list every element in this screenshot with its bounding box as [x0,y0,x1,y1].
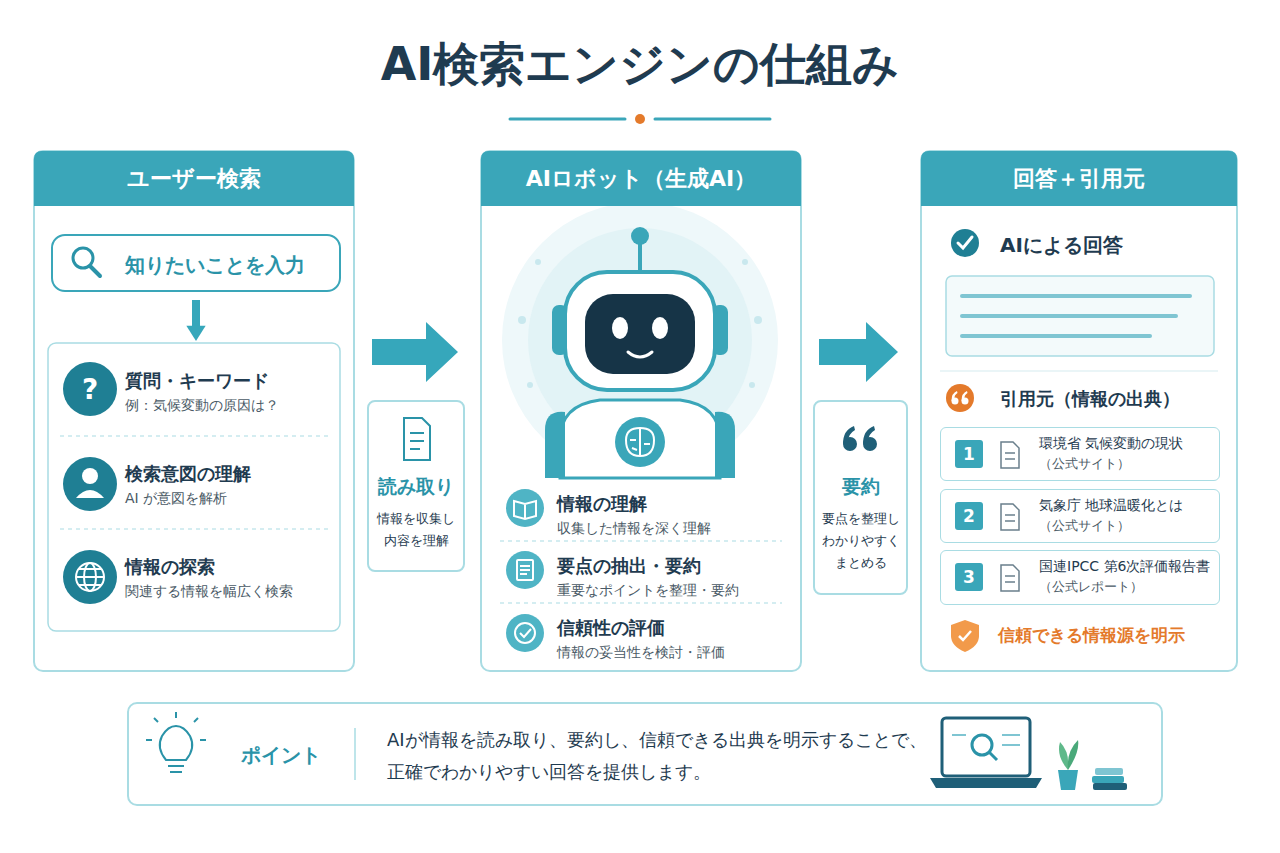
connector [372,322,458,382]
process-item: 情報の理解収集した情報を深く理解 [482,482,800,542]
connector [819,322,898,382]
process-label-box: 読み取り情報を収集し 内容を理解 [367,400,465,572]
process-label-box: 要約要点を整理し わかりやすく まとめる [813,400,908,595]
node-text: 検索意図の理解 [125,462,335,486]
node-text: AIロボット（生成AI） [481,151,801,206]
citation-item: 1 環境省 気候変動の現状 （公式サイト） [940,427,1220,481]
point-band: ポイント AIが情報を読み取り、要約し、信頼できる出典を明示することで、 正確でわ… [127,702,1163,806]
node-text: ポイント [241,742,321,769]
node-text: 要点を整理し わかりやすく まとめる [821,508,900,574]
node-text: 要約 [821,474,900,500]
citation-item: 3 国連IPCC 第6次評価報告書 （公式レポート） [940,550,1220,605]
node-text: 要点の抽出・要約 [557,554,794,578]
node-text: 情報の妥当性を検討・評価 [557,644,794,662]
node-text: 情報を収集し 内容を理解 [375,508,457,552]
node-text: 情報の理解 [557,492,794,516]
node-text: 知りたいことを入力 [125,253,305,277]
node-text: 重要なポイントを整理・要約 [557,582,794,600]
svg-text:?: ? [82,373,98,406]
node-text: （公式レポート） [1039,578,1215,596]
node-text: 収集した情報を深く理解 [557,520,794,538]
panel: AIロボット（生成AI） 情報の理解収集した情報を深く理解要点の抽出・要約重要なポ… [480,150,802,672]
node-text: 1 [955,440,983,468]
robot-illustration [502,202,778,478]
node-text: 信頼性の評価 [557,616,794,640]
node-text: 例：気候変動の原因は？ [125,397,335,415]
magnifier-icon [73,248,100,276]
node-text: （公式サイト） [1039,455,1215,473]
node-text: （公式サイト） [1039,517,1215,535]
laptop-illustration [930,718,1127,790]
panel: 回答＋引用元 AIによる回答 1 環境省 気候変動の現状 （公式サイト） 2 気象庁 地球温… [920,150,1238,672]
connector [186,300,205,341]
step-item: 情報の探索関連する情報を幅広く検索 [49,531,341,624]
search-box: 知りたいことを入力 [51,234,341,292]
node-text: ユーザー検索 [34,151,354,206]
node-text: 気象庁 地球温暖化とは [1039,497,1215,515]
node-text: 質問・キーワード [125,369,335,393]
node-text: 情報の探索 [125,555,335,579]
note-label: 引用元（情報の出典） [1000,387,1180,411]
citation-item: 2 気象庁 地球温暖化とは （公式サイト） [940,489,1220,543]
step-item: 質問・キーワード例：気候変動の原因は？ [49,345,341,438]
node-text: 3 [955,563,983,591]
title: AI検索エンジンの仕組み [0,34,1280,96]
node-text: 関連する情報を幅広く検索 [125,583,335,601]
process-item: 信頼性の評価情報の妥当性を検討・評価 [482,606,800,668]
answer-box: AIによる回答 [940,222,1220,272]
node-text: 読み取り [375,474,457,500]
process-item: 要点の抽出・要約重要なポイントを整理・要約 [482,544,800,604]
node-text: 国連IPCC 第6次評価報告書 [1039,558,1215,576]
node-text: AIが情報を読み取り、要約し、信頼できる出典を明示することで、 正確でわかりやす… [387,724,947,787]
node-text: AIによる回答 [1000,232,1214,259]
note-label: 信頼できる情報源を明示 [998,624,1185,647]
node-text: 環境省 気候変動の現状 [1039,435,1215,453]
node-text: AI が意図を解析 [125,490,335,508]
node-text: 2 [955,502,983,530]
node-text: 回答＋引用元 [921,151,1237,206]
panel: ユーザー検索知りたいことを入力質問・キーワード例：気候変動の原因は？検索意図の理… [33,150,355,672]
step-item: 検索意図の理解 AI が意図を解析 [49,438,341,531]
